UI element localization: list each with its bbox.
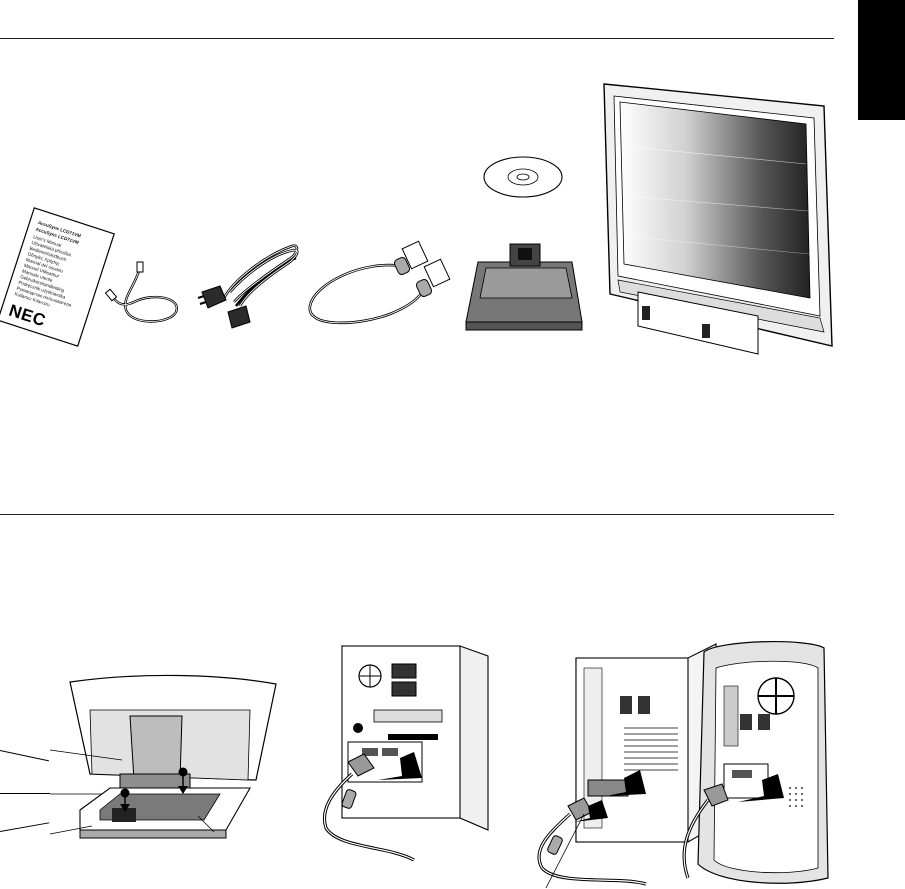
section-rule-top bbox=[0, 38, 834, 39]
callout-line-3 bbox=[0, 822, 49, 832]
video-signal-cable bbox=[302, 234, 462, 334]
power-cord bbox=[194, 236, 306, 334]
audio-cable bbox=[104, 262, 184, 332]
stand-attach-illustration bbox=[50, 670, 286, 852]
mac-tower-connection bbox=[528, 638, 834, 888]
lcd-monitor bbox=[598, 76, 838, 356]
callout-line-1 bbox=[0, 750, 49, 761]
user-manual-booklet: AccuSync LCD71VM AccuSync LCD71VM User's… bbox=[0, 210, 112, 345]
pc-tower-connection bbox=[318, 642, 494, 868]
language-tab bbox=[858, 0, 905, 120]
cd-rom-disc bbox=[482, 155, 564, 199]
callout-line-2 bbox=[0, 793, 50, 794]
stand-base bbox=[462, 238, 584, 336]
section-rule-middle bbox=[0, 514, 834, 515]
